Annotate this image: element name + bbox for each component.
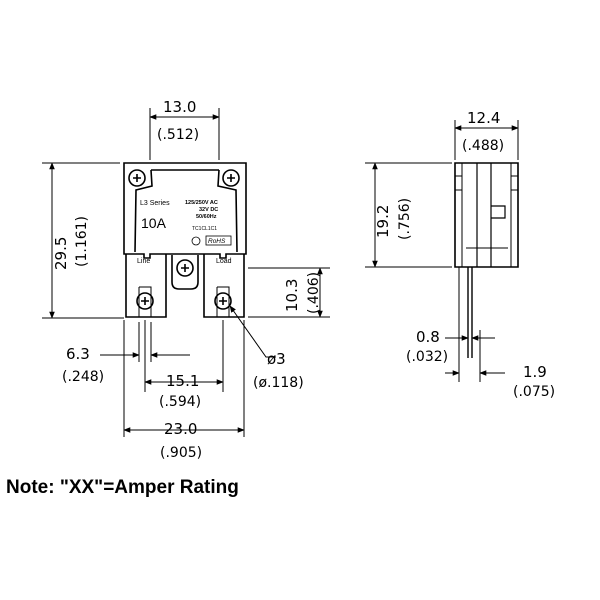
voltage-ac-text: 125/250V AC bbox=[185, 200, 218, 206]
terminal-spacing-dim: 15.1 bbox=[166, 372, 199, 390]
hole-diameter-dim-in: (ø.118) bbox=[253, 375, 304, 391]
cert-mark-icon bbox=[191, 236, 201, 246]
front-dimension-labels: 13.0 (.512) 29.5 (1.161) 10.3 (.406) 6.3… bbox=[52, 98, 322, 461]
offset-dim: 1.9 bbox=[523, 363, 547, 381]
height-dim-in: (1.161) bbox=[74, 216, 90, 267]
thickness-dim: 0.8 bbox=[416, 328, 440, 346]
load-text: Load bbox=[216, 258, 232, 265]
body-width-dim-in: (.512) bbox=[157, 127, 199, 143]
screw-icon bbox=[222, 169, 240, 187]
hole-diameter-dim: ø3 bbox=[267, 350, 286, 368]
breaker-body bbox=[123, 162, 247, 259]
height-dim: 29.5 bbox=[52, 237, 70, 270]
body-width-dim: 13.0 bbox=[163, 98, 196, 116]
side-terminal bbox=[467, 267, 473, 358]
terminal-width-dim: 6.3 bbox=[66, 345, 90, 363]
voltage-dc-text: 32V DC bbox=[199, 207, 218, 213]
reset-button bbox=[171, 255, 199, 290]
rohs-box bbox=[205, 235, 232, 246]
side-width-dim-in: (.488) bbox=[462, 138, 504, 154]
line-text: Line bbox=[137, 258, 150, 265]
series-text: L3 Series bbox=[140, 200, 170, 207]
frequency-text: 50/60Hz bbox=[196, 214, 217, 220]
side-height-dim-in: (.756) bbox=[397, 198, 413, 240]
side-view bbox=[454, 162, 519, 358]
note-text: Note: "XX"=Amper Rating bbox=[6, 477, 239, 498]
overall-width-dim: 23.0 bbox=[164, 420, 197, 438]
rohs-text: RoHS bbox=[208, 238, 226, 245]
terminal-screw-icon bbox=[136, 292, 154, 310]
overall-width-dim-in: (.905) bbox=[160, 445, 202, 461]
breaker-label: L3 Series 10A 125/250V AC 32V DC 50/60Hz… bbox=[137, 200, 232, 265]
line-terminal bbox=[125, 254, 167, 318]
terminal-width-dim-in: (.248) bbox=[62, 369, 104, 385]
front-view bbox=[123, 162, 247, 318]
side-dimension-labels: 12.4 (.488) 19.2 (.756) 0.8 (.032) 1.9 (… bbox=[374, 109, 555, 400]
approval-text: TC1CL1C1 bbox=[192, 226, 217, 232]
terminal-spacing-dim-in: (.594) bbox=[159, 394, 201, 410]
screw-icon bbox=[176, 259, 194, 277]
terminal-screw-icon bbox=[214, 292, 232, 310]
terminal-height-dim-in: (.406) bbox=[306, 272, 322, 314]
load-terminal bbox=[203, 254, 245, 318]
screw-icon bbox=[128, 169, 146, 187]
front-dimensions bbox=[42, 108, 330, 437]
terminal-height-dim: 10.3 bbox=[283, 279, 301, 312]
side-height-dim: 19.2 bbox=[374, 205, 392, 238]
thickness-dim-in: (.032) bbox=[406, 349, 448, 365]
side-dimensions bbox=[365, 120, 519, 382]
label-area bbox=[134, 169, 238, 253]
rating-text: 10A bbox=[141, 215, 167, 231]
offset-dim-in: (.075) bbox=[513, 384, 555, 400]
side-body bbox=[454, 162, 519, 268]
side-width-dim: 12.4 bbox=[467, 109, 500, 127]
